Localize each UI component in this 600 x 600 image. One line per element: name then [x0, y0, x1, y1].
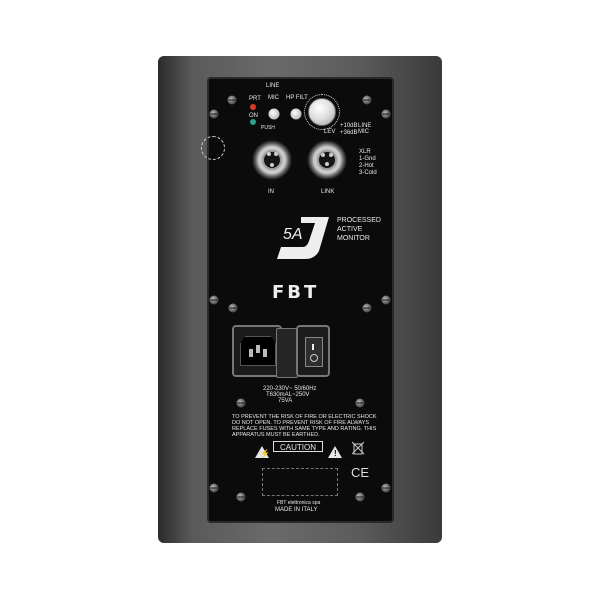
lev-label: LEV [324, 129, 336, 135]
5a-logo: 5A [277, 217, 329, 259]
on-label: ON [249, 113, 258, 119]
screw [362, 95, 372, 105]
ce-mark: CE [351, 465, 370, 480]
screw [355, 398, 365, 408]
screw [228, 303, 238, 313]
power-spec-1: 220-230V~ 50/60Hz [263, 386, 317, 392]
combo-input-jack[interactable] [252, 140, 292, 180]
screw [355, 492, 365, 502]
protect-led [250, 104, 256, 110]
maker-label: FBT elettronica spa [277, 500, 321, 506]
power-switch-frame [296, 325, 330, 377]
level-scale [304, 94, 340, 130]
power-led [250, 119, 256, 125]
screw [209, 483, 219, 493]
screw [362, 303, 372, 313]
power-spec-3: 75VA [278, 398, 293, 404]
link-label: LINK [321, 189, 335, 195]
level-knob[interactable] [308, 98, 336, 126]
screw [381, 483, 391, 493]
screw [381, 295, 391, 305]
power-inlet[interactable] [232, 325, 282, 377]
rear-panel [207, 77, 394, 523]
ground-icon [201, 136, 225, 160]
screw [209, 109, 219, 119]
origin-label: MADE IN ITALY [275, 507, 318, 513]
mic-label: MIC [268, 95, 279, 101]
warning-line-4: APPARATUS MUST BE EARTHED. [232, 432, 320, 438]
model-desc-3: MONITOR [337, 235, 370, 242]
screw [227, 95, 237, 105]
warning-line-3: REPLACE FUSES WITH SAME TYPE AND RATING.… [232, 426, 377, 432]
xlr-pinout-2: 2-Hot [359, 163, 374, 169]
line-mic-button[interactable] [268, 108, 280, 120]
screw [381, 109, 391, 119]
serial-label-area [262, 468, 338, 496]
weee-bin-icon [351, 441, 365, 455]
fbt-brand: FBT [272, 282, 320, 303]
power-spec-2: T630mAL~250V [266, 392, 310, 398]
push-label: PUSH [261, 125, 275, 131]
xlr-pinout-3: 3-Cold [359, 170, 377, 176]
hp-filter-button[interactable] [290, 108, 302, 120]
shock-warning-icon: ⚡ [255, 446, 270, 458]
screw [209, 295, 219, 305]
caution-label: CAUTION [273, 441, 323, 452]
warning-line-1: TO PREVENT THE RISK OF FIRE OR ELECTRIC … [232, 414, 377, 420]
xlr-pinout-title: XLR [359, 149, 371, 155]
hp-filt-label: HP FILT [286, 95, 308, 101]
in-label: IN [268, 189, 274, 195]
model-desc-1: PROCESSED [337, 217, 381, 224]
warning-line-2: DO NOT OPEN. TO PREVENT RISK OF FIRE ALW… [232, 420, 370, 426]
power-switch[interactable] [305, 337, 323, 367]
gain-mic-label: +36dB [340, 130, 358, 136]
screw [236, 398, 246, 408]
model-mark: 5A [283, 226, 303, 243]
gain-line-label: +10dB [340, 123, 358, 129]
line-label: LINE [266, 83, 280, 89]
caution-warning-icon: ! [328, 446, 342, 458]
prt-label: PRT [249, 96, 261, 102]
xlr-link-jack[interactable] [307, 140, 347, 180]
line-mic-gain-label: LINE MIC [358, 123, 372, 135]
model-desc-2: ACTIVE [337, 226, 363, 233]
xlr-pinout-1: 1-Gnd [359, 156, 376, 162]
fuse-holder[interactable] [276, 328, 298, 378]
screw [236, 492, 246, 502]
